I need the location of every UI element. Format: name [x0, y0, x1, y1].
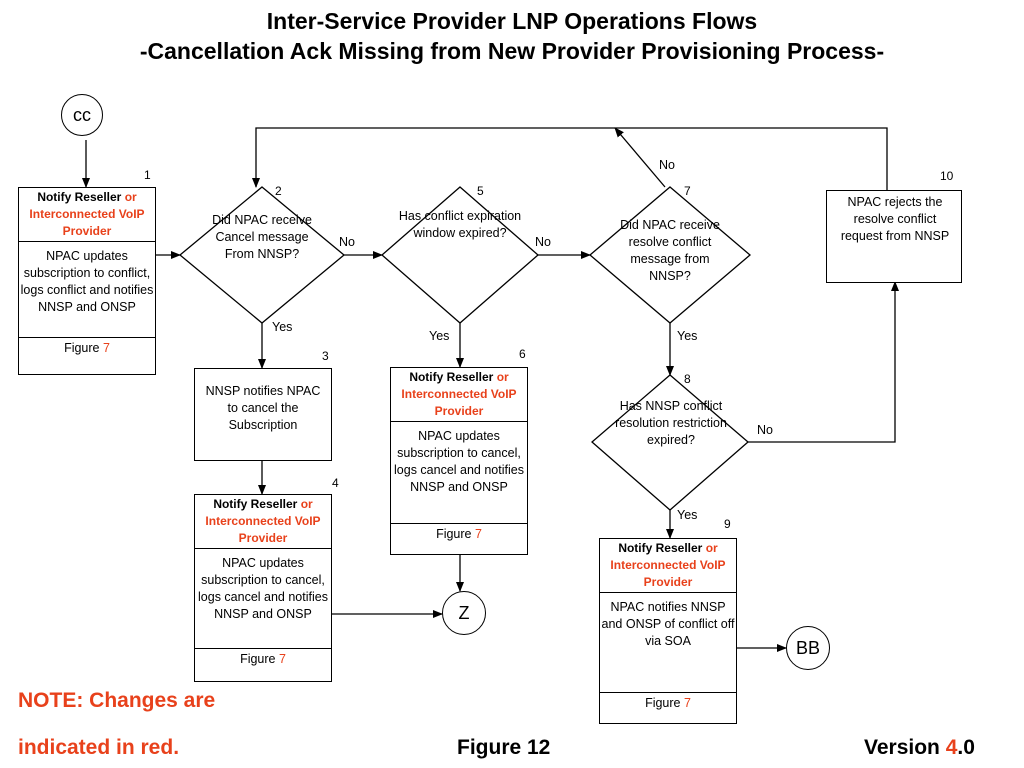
label-7-yes: Yes	[677, 329, 698, 343]
step-1-header: Notify Reseller or Interconnected VoIP P…	[19, 188, 155, 242]
step-1-figure: Figure 7	[64, 341, 110, 355]
step-9-figure: Figure 7	[645, 696, 691, 710]
notify-reseller-text: Notify Reseller	[618, 541, 706, 555]
label-5-yes: Yes	[429, 329, 450, 343]
step-1-number: 1	[144, 168, 151, 182]
title-line-1: Inter-Service Provider LNP Operations Fl…	[266, 8, 758, 34]
interconnected-voip-text: Interconnected VoIP Provider	[205, 514, 321, 545]
version-label: Version 4.0	[864, 736, 975, 759]
or-text: or	[124, 190, 137, 204]
arrow-8-to-10	[748, 281, 899, 443]
step-8-question: Has NNSP conflict resolution restriction…	[615, 399, 727, 447]
step-6-figure: Figure 7	[436, 527, 482, 541]
step-8-number: 8	[684, 372, 691, 386]
step-9-body: NPAC notifies NNSP and ONSP of conflict …	[600, 593, 736, 693]
label-7-no: No	[659, 158, 675, 172]
connector-bb: BB	[786, 626, 830, 670]
step-7-number: 7	[684, 184, 691, 198]
step-10-number: 10	[940, 169, 954, 183]
step-2-number: 2	[275, 184, 282, 198]
step-7-question: Did NPAC receive resolve conflict messag…	[620, 218, 720, 283]
interconnected-voip-text: Interconnected VoIP Provider	[401, 387, 517, 418]
step-5-number: 5	[477, 184, 484, 198]
step-1-body: NPAC updates subscription to conflict, l…	[19, 242, 155, 338]
notify-reseller-text: Notify Reseller	[213, 497, 301, 511]
step-10-text: NPAC rejects the resolve conflict reques…	[840, 195, 950, 243]
step-9-number: 9	[724, 517, 731, 531]
or-text: or	[496, 370, 509, 384]
figure-label: Figure 12	[457, 736, 551, 759]
interconnected-voip-text: Interconnected VoIP Provider	[610, 558, 726, 589]
arrow-7-no-loop	[614, 127, 666, 188]
label-5-no: No	[535, 235, 551, 249]
step-5-question: Has conflict expiration window expired?	[398, 209, 522, 240]
title-line-2: -Cancellation Ack Missing from New Provi…	[139, 38, 885, 64]
notify-reseller-text: Notify Reseller	[37, 190, 125, 204]
label-8-yes: Yes	[677, 508, 698, 522]
step-1-box: Notify Reseller or Interconnected VoIP P…	[18, 187, 156, 375]
connector-cc: cc	[61, 94, 103, 136]
or-text: or	[300, 497, 313, 511]
step-3-text: NNSP notifies NPAC to cancel the Subscri…	[205, 384, 321, 432]
notify-reseller-text: Notify Reseller	[409, 370, 497, 384]
step-2-question: Did NPAC receive Cancel message From NNS…	[212, 213, 312, 261]
note-line-2: indicated in red.	[18, 736, 180, 759]
step-3-number: 3	[322, 349, 329, 363]
step-4-box: Notify Reseller or Interconnected VoIP P…	[194, 494, 332, 682]
step-9-box: Notify Reseller or Interconnected VoIP P…	[599, 538, 737, 724]
or-text: or	[705, 541, 718, 555]
step-6-number: 6	[519, 347, 526, 361]
step-4-body: NPAC updates subscription to cancel, log…	[195, 549, 331, 649]
step-6-header: Notify Reseller or Interconnected VoIP P…	[391, 368, 527, 422]
label-2-yes: Yes	[272, 320, 293, 334]
label-8-no: No	[757, 423, 773, 437]
step-3-box: NNSP notifies NPAC to cancel the Subscri…	[194, 368, 332, 461]
arrow-10-loop-to-2	[252, 127, 888, 190]
step-10-box: NPAC rejects the resolve conflict reques…	[826, 190, 962, 283]
step-4-header: Notify Reseller or Interconnected VoIP P…	[195, 495, 331, 549]
step-6-body: NPAC updates subscription to cancel, log…	[391, 422, 527, 524]
interconnected-voip-text: Interconnected VoIP Provider	[29, 207, 145, 238]
label-2-no: No	[339, 235, 355, 249]
note-line-1: NOTE: Changes are	[18, 689, 216, 712]
step-6-box: Notify Reseller or Interconnected VoIP P…	[390, 367, 528, 555]
step-9-header: Notify Reseller or Interconnected VoIP P…	[600, 539, 736, 593]
step-4-figure: Figure 7	[240, 652, 286, 666]
step-4-number: 4	[332, 476, 339, 490]
connector-z: Z	[442, 591, 486, 635]
